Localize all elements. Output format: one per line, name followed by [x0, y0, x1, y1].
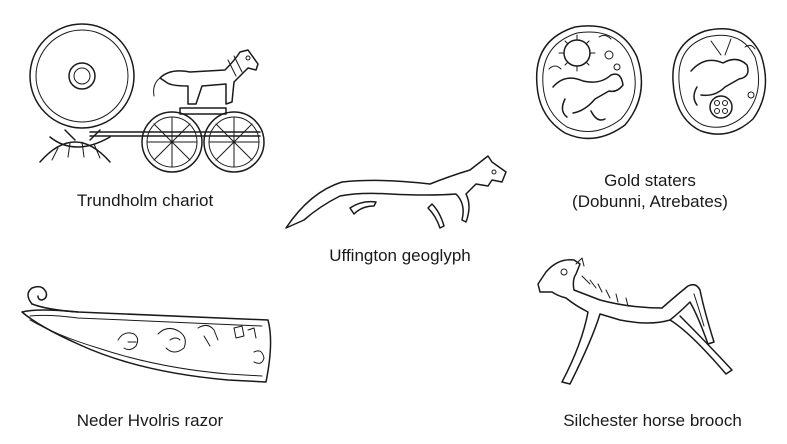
- label-line: Neder Hvolris razor: [76, 411, 224, 430]
- neder-hvolris-razor-label: Neder Hvolris razor: [40, 410, 260, 431]
- silchester-horse-brooch-illustration: [537, 257, 733, 385]
- label-line: Trundholm chariot: [76, 191, 214, 210]
- gold-staters-label: Gold staters (Dobunni, Atrebates): [550, 170, 750, 212]
- label-line: Uffington geoglyph: [329, 246, 471, 265]
- gold-staters-illustration: [535, 25, 767, 140]
- label-line: Gold staters: [604, 171, 696, 190]
- uffington-geoglyph-illustration: [285, 155, 507, 229]
- trundholm-chariot-label: Trundholm chariot: [40, 190, 250, 211]
- neder-hvolris-razor-illustration: [21, 285, 272, 383]
- silchester-horse-brooch-label: Silchester horse brooch: [540, 410, 765, 431]
- label-line: Silchester horse brooch: [563, 411, 742, 430]
- uffington-geoglyph-label: Uffington geoglyph: [290, 245, 510, 266]
- label-line: (Dobunni, Atrebates): [572, 192, 728, 211]
- trundholm-chariot-illustration: [29, 23, 265, 173]
